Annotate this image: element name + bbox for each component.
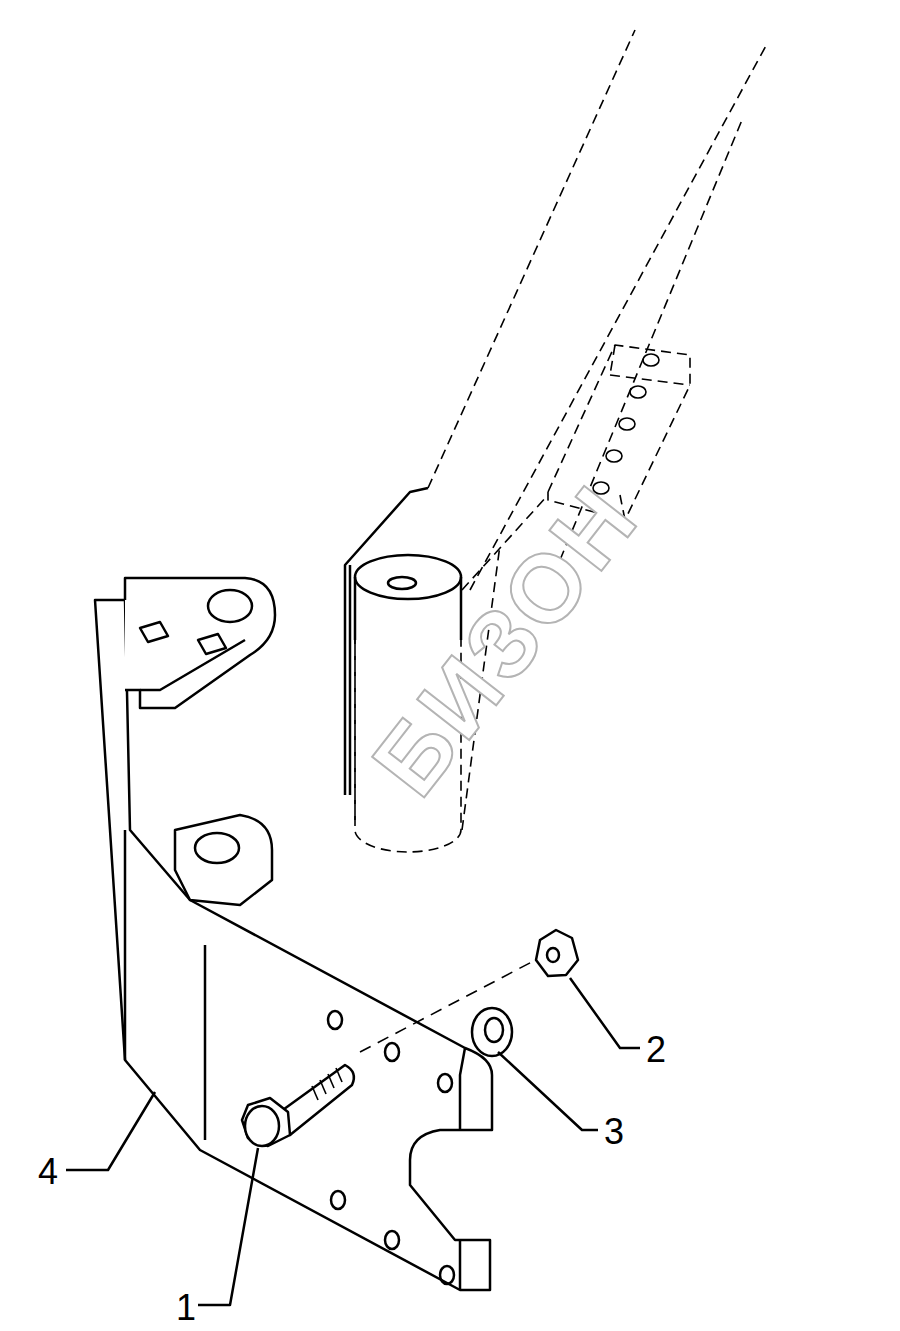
- beam-phantom: [355, 30, 768, 830]
- watermark: БИЗОН: [356, 468, 654, 811]
- leader-lines: [66, 978, 640, 1305]
- callout-number: 4: [36, 1154, 60, 1190]
- callout-number: 1: [174, 1290, 198, 1326]
- assembly-axis: [360, 955, 545, 1052]
- callout-number: 2: [644, 1032, 668, 1068]
- bar-holes: [593, 354, 659, 494]
- nut: [536, 930, 578, 976]
- bolt: [242, 1065, 354, 1146]
- callout-number: 3: [602, 1114, 626, 1150]
- washer: [472, 1008, 512, 1056]
